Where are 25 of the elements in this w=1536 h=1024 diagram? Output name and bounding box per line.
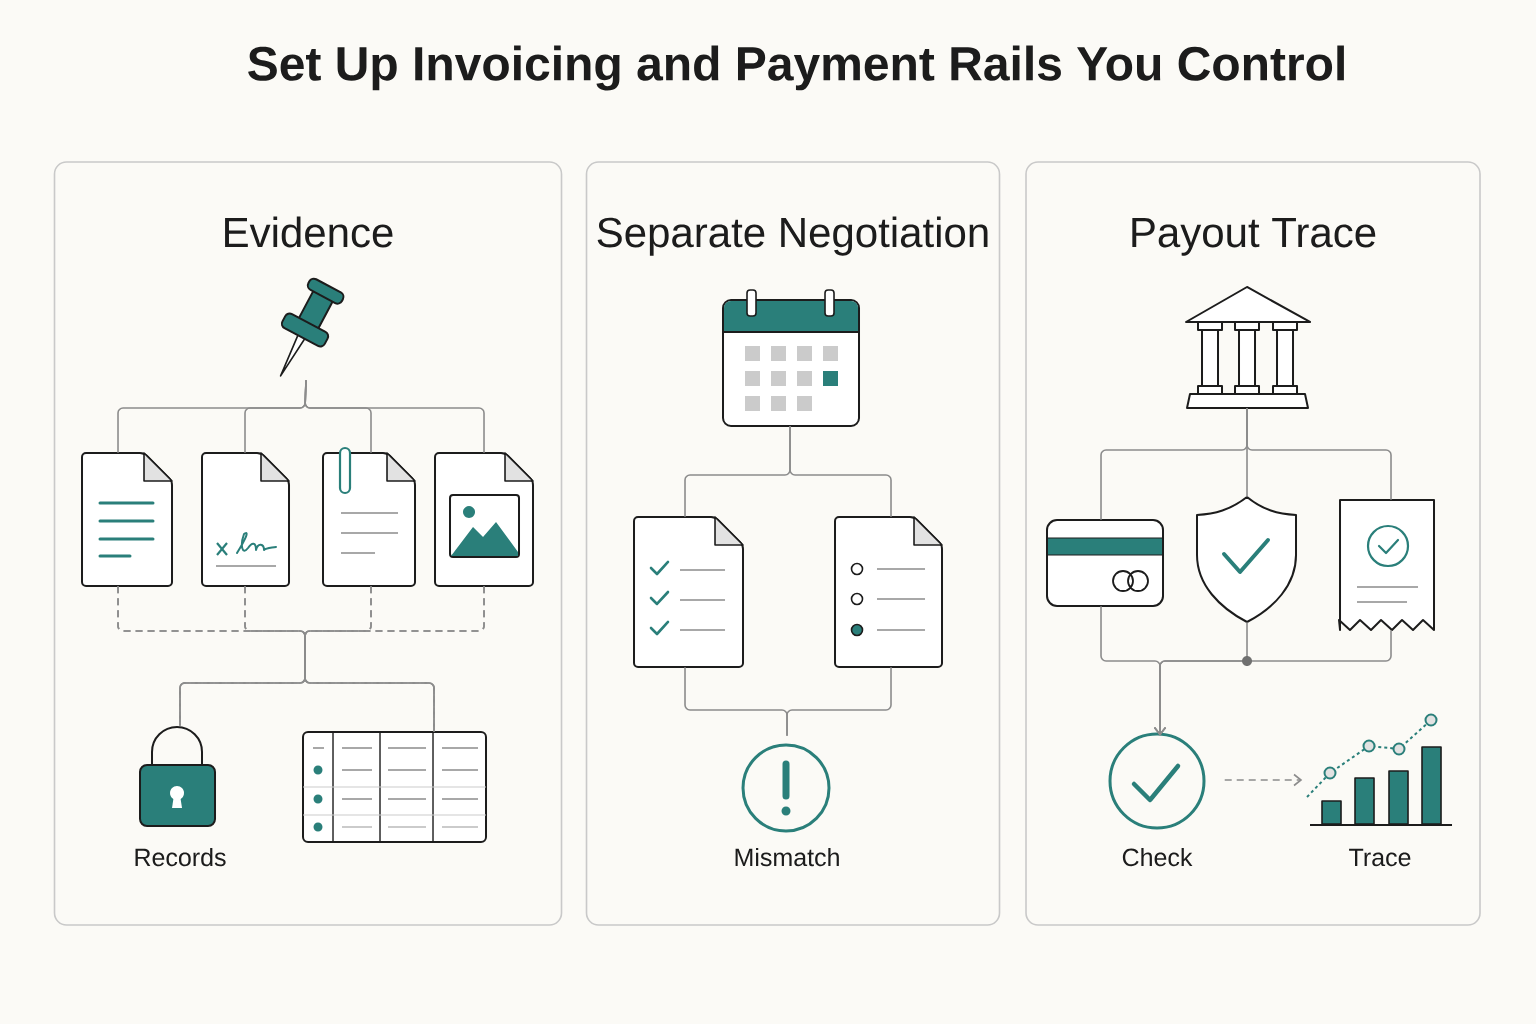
calendar-drawing	[722, 289, 860, 427]
connector	[1153, 629, 1392, 736]
connector	[304, 379, 485, 454]
document-drawing	[434, 452, 534, 587]
document-drawing	[834, 516, 943, 668]
receipt-drawing	[1338, 499, 1435, 631]
connector	[304, 585, 435, 733]
icon-label: Records	[135, 847, 226, 867]
bank-drawing	[1185, 286, 1311, 409]
card-drawing	[1046, 519, 1164, 607]
connector	[786, 666, 892, 737]
table-drawing	[302, 731, 487, 843]
icon-label: Check	[1122, 847, 1193, 867]
connector	[789, 425, 892, 518]
document-drawing	[201, 452, 290, 587]
document-drawing	[633, 516, 744, 668]
document-drawing	[81, 452, 173, 587]
shield-drawing	[1196, 496, 1297, 623]
document-drawing	[322, 446, 416, 587]
icon-label: Mismatch	[735, 847, 839, 867]
title: Set Up Invoicing and Payment Rails You Control	[248, 45, 1344, 91]
icon-label: Trace	[1349, 848, 1411, 867]
pushpin-drawing	[279, 277, 345, 377]
connector	[1223, 773, 1303, 787]
connector	[1246, 407, 1392, 501]
